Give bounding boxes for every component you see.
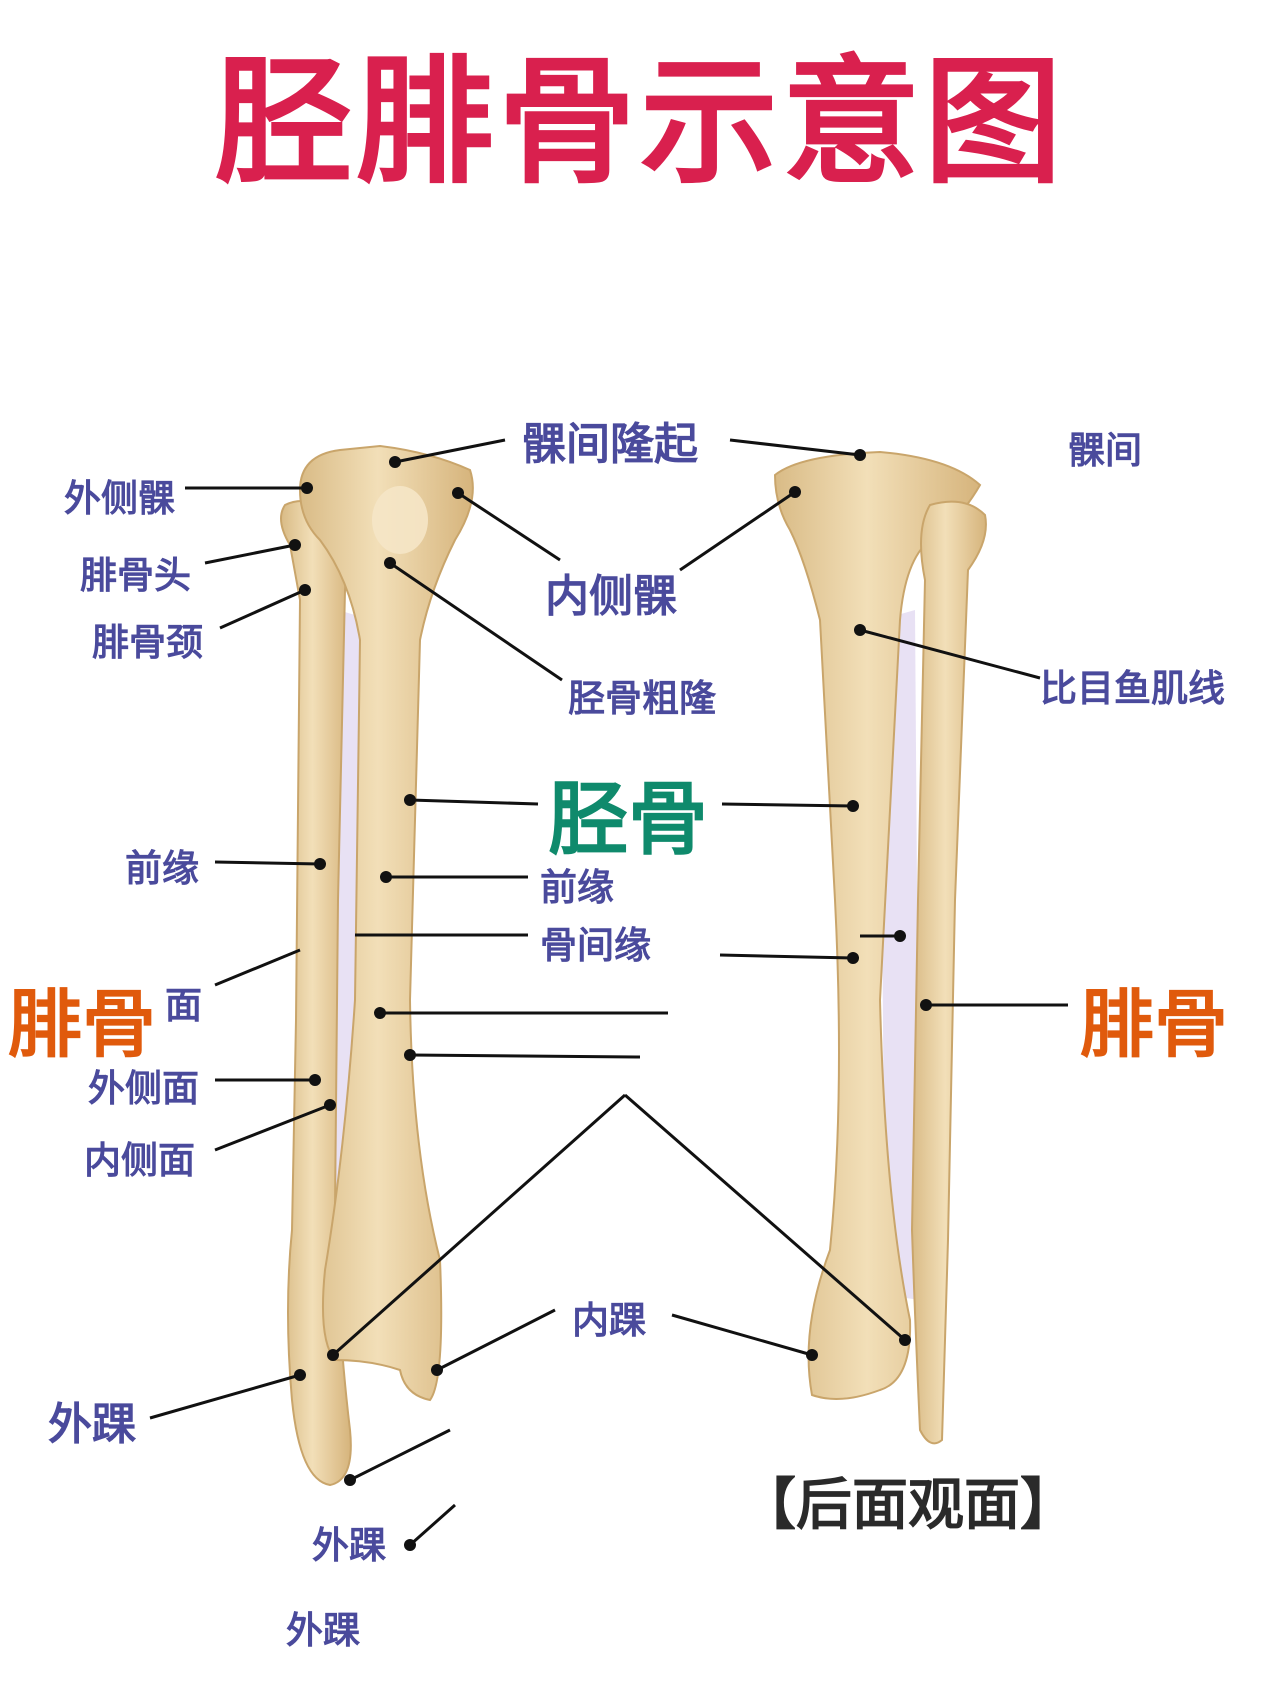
label-medial-surface: 内侧面 xyxy=(84,1139,195,1182)
leader-dots xyxy=(289,449,932,1551)
label-fibular-head: 腓骨头 xyxy=(80,554,191,597)
label-fibula-left: 腓骨 xyxy=(8,982,156,1068)
label-lateral-condyle: 外侧髁 xyxy=(64,477,175,520)
label-posterior-view: 【后面观面】 xyxy=(740,1473,1076,1538)
label-fibular-neck: 腓骨颈 xyxy=(92,621,203,664)
label-soleal-line: 比目鱼肌线 xyxy=(1040,667,1225,710)
tibia-bone-left xyxy=(298,444,474,1402)
label-lateral-malleolus: 外踝 xyxy=(48,1399,136,1450)
label-interosseous-border: 骨间缘 xyxy=(540,924,651,967)
label-lateral-surface: 外侧面 xyxy=(88,1067,199,1110)
tibial-tuberosity-shade xyxy=(372,486,428,554)
label-medial-condyle: 内侧髁 xyxy=(545,571,677,622)
label-intercondylar-eminence: 髁间隆起 xyxy=(522,419,698,470)
fibula-bone-right xyxy=(910,500,987,1445)
label-fibula-right: 腓骨 xyxy=(1080,982,1228,1068)
label-lateral-malleolus-3: 外踝 xyxy=(286,1609,360,1652)
label-face-fragment: 面 xyxy=(165,984,202,1027)
label-anterior-border-fibula: 前缘 xyxy=(125,847,199,890)
label-lateral-malleolus-2: 外踝 xyxy=(312,1524,386,1567)
label-anterior-border-tibia: 前缘 xyxy=(540,866,614,909)
tibia-bone-right xyxy=(773,450,982,1400)
leader-lines xyxy=(149,438,1068,1547)
label-tibial-tuberosity: 胫骨粗隆 xyxy=(568,677,716,720)
page-title: 胫腓骨示意图 xyxy=(213,42,1066,203)
label-tibia: 胫骨 xyxy=(548,773,708,866)
label-medial-malleolus: 内踝 xyxy=(572,1299,646,1342)
label-intercondylar-right: 髁间 xyxy=(1068,429,1142,472)
